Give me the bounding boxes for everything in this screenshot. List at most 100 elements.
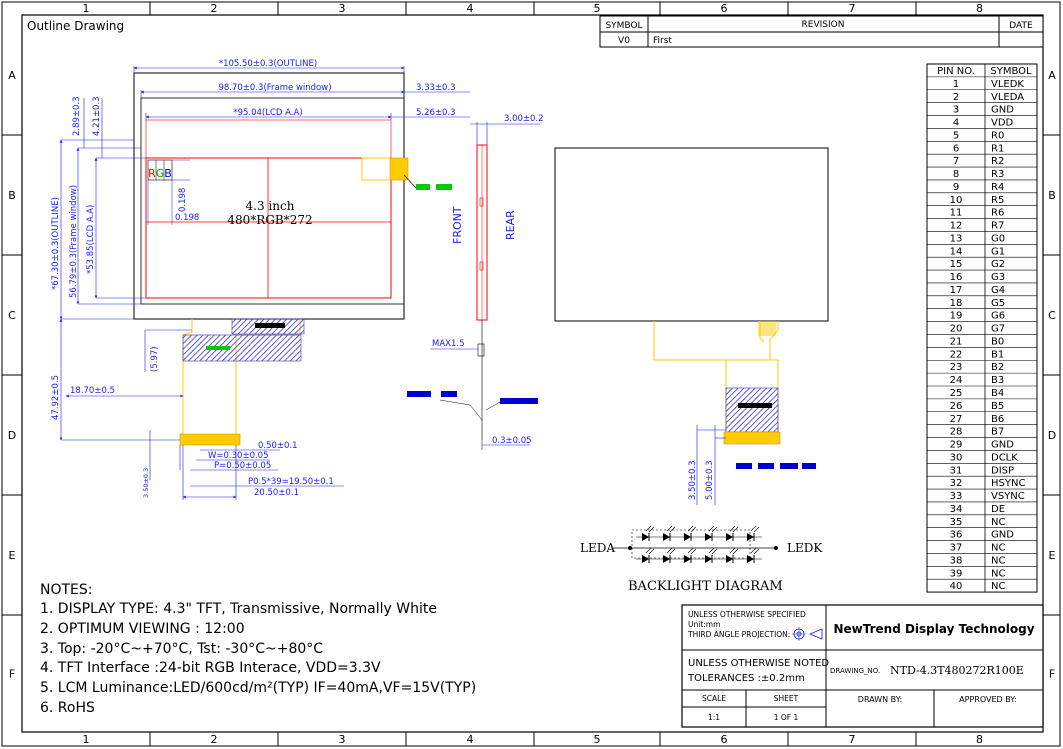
- note-3: 3. Top: -20°C~+70°C, Tst: -30°C~+80°C: [40, 641, 323, 657]
- pin-number: 9: [953, 182, 959, 193]
- pin-number: 19: [950, 311, 963, 322]
- pin-symbol: NC: [991, 555, 1005, 566]
- projection-symbol-icon: [792, 627, 823, 641]
- pin-symbol: R0: [991, 130, 1004, 141]
- row-label: B: [8, 189, 16, 202]
- dim-fpc-1870: 18.70±0.5: [70, 386, 115, 396]
- dim-max15: MAX1.5: [432, 339, 465, 349]
- drawing-no-label: DRAWING_NO.: [830, 667, 880, 675]
- revision-symbol: V0: [618, 36, 630, 46]
- column-label: 5: [594, 2, 601, 15]
- pin-number: 29: [950, 440, 963, 451]
- pin-number: 12: [950, 221, 963, 232]
- pixel-r: R: [148, 167, 156, 180]
- pin-number: 25: [950, 388, 963, 399]
- pin-symbol: VSYNC: [991, 491, 1025, 502]
- pin-symbol: R2: [991, 156, 1004, 167]
- pin-symbol: B0: [991, 336, 1004, 347]
- row-label: E: [1049, 549, 1056, 562]
- column-label: 6: [721, 2, 728, 15]
- dim-right-333: 3.33±0.3: [416, 83, 456, 93]
- dim-fpc-597: (5.97): [150, 346, 160, 372]
- pin-number: 13: [950, 233, 963, 244]
- column-label: 3: [339, 733, 346, 746]
- revision-header-date: DATE: [1009, 21, 1033, 31]
- pin-number: 37: [950, 543, 963, 554]
- pin-number: 23: [950, 362, 963, 373]
- pin-number: 11: [950, 208, 963, 219]
- tolerance-line2: TOLERANCES :±0.2mm: [687, 673, 805, 684]
- column-label: 2: [211, 733, 218, 746]
- drawing-no: NTD-4.3T480272R100E: [890, 664, 1024, 677]
- fpc-gold-fingers: [179, 433, 241, 446]
- note-6: 6. RoHS: [40, 700, 95, 716]
- label-ledk: LEDK: [787, 541, 823, 555]
- pin-symbol: B6: [991, 414, 1004, 425]
- side-view: 3.00±0.2 MAX1.5 0.3±0.05 FRONT REAR: [407, 114, 544, 450]
- note-5: 5. LCM Luminance:LED/600cd/m²(TYP) IF=40…: [40, 680, 476, 696]
- backlight-diagram: LEDA LEDK BACKLIGHT DIAGRAM: [580, 525, 823, 594]
- dim-pin-w: W=0.30±0.05: [208, 451, 269, 461]
- pin-symbol: HSYNC: [991, 478, 1025, 489]
- pin-symbol: DCLK: [991, 452, 1018, 463]
- pin-symbol: B1: [991, 349, 1004, 360]
- pin-symbol: NC: [991, 568, 1005, 579]
- pin-symbol: R5: [991, 195, 1004, 206]
- pin-symbol: NC: [991, 543, 1005, 554]
- pin-symbol: R7: [991, 221, 1004, 232]
- sheet-label: SHEET: [774, 694, 799, 703]
- pin-symbol: G4: [991, 285, 1005, 296]
- pin-number: 38: [950, 555, 963, 566]
- row-label: D: [8, 429, 16, 442]
- dim-fpc-4792: 47.92±0.5: [51, 375, 61, 420]
- pin-number: 35: [950, 517, 963, 528]
- row-label: E: [9, 549, 16, 562]
- pin-number: 7: [953, 156, 959, 167]
- column-label: 5: [594, 733, 601, 746]
- pin-number: 5: [953, 130, 959, 141]
- pin-symbol: GND: [991, 440, 1014, 451]
- pin-symbol: G2: [991, 259, 1005, 270]
- note-4: 4. TFT Interface :24-bit RGB Interace, V…: [40, 660, 381, 676]
- rear-view: 3.50±0.3 5.00±0.3: [554, 147, 829, 505]
- pin-number: 30: [950, 452, 963, 463]
- drawing-title: Outline Drawing: [27, 19, 124, 33]
- pin-symbol: GND: [991, 105, 1014, 116]
- approved-by-label: APPROVED BY:: [959, 695, 1017, 704]
- pin-number: 28: [950, 427, 963, 438]
- pin-symbol: R3: [991, 169, 1004, 180]
- pin-symbol: R4: [991, 182, 1004, 193]
- pixel-b: B: [164, 167, 172, 180]
- revision-header-revision: REVISION: [802, 20, 845, 30]
- pin-symbol: B4: [991, 388, 1004, 399]
- revision-text: First: [653, 36, 672, 46]
- pin-symbol: GND: [991, 530, 1014, 541]
- column-label: 7: [849, 733, 856, 746]
- front-view: R G B 0.198 0.198 4.3 inch 480*RGB*272: [51, 59, 470, 500]
- dim-lcd-aa-height: *53.85(LCD A.A): [86, 205, 96, 274]
- pin-number: 24: [950, 375, 963, 386]
- row-label: D: [1048, 429, 1056, 442]
- label-front: FRONT: [451, 206, 464, 244]
- column-label: 1: [83, 733, 90, 746]
- pin-symbol: B3: [991, 375, 1004, 386]
- column-label: 8: [976, 2, 983, 15]
- backlight-title: BACKLIGHT DIAGRAM: [628, 579, 783, 594]
- row-label: A: [1048, 69, 1056, 82]
- pin-symbol: B5: [991, 401, 1004, 412]
- pin-symbol: B7: [991, 427, 1004, 438]
- dim-top-421: 4.21±0.3: [92, 96, 102, 136]
- pin-number: 40: [950, 581, 963, 592]
- pixel-height-dim: 0.198: [178, 188, 188, 212]
- row-label: A: [8, 69, 16, 82]
- pin-symbol: VLEDA: [991, 92, 1024, 103]
- pin-number: 36: [950, 530, 963, 541]
- note-1: 1. DISPLAY TYPE: 4.3" TFT, Transmissive,…: [40, 601, 437, 617]
- label-leda: LEDA: [580, 541, 615, 555]
- pin-number: 32: [950, 478, 963, 489]
- pin-number: 17: [950, 285, 963, 296]
- pin-number: 33: [950, 491, 963, 502]
- dim-lcd-aa-width: *95.04(LCD A.A): [233, 108, 302, 118]
